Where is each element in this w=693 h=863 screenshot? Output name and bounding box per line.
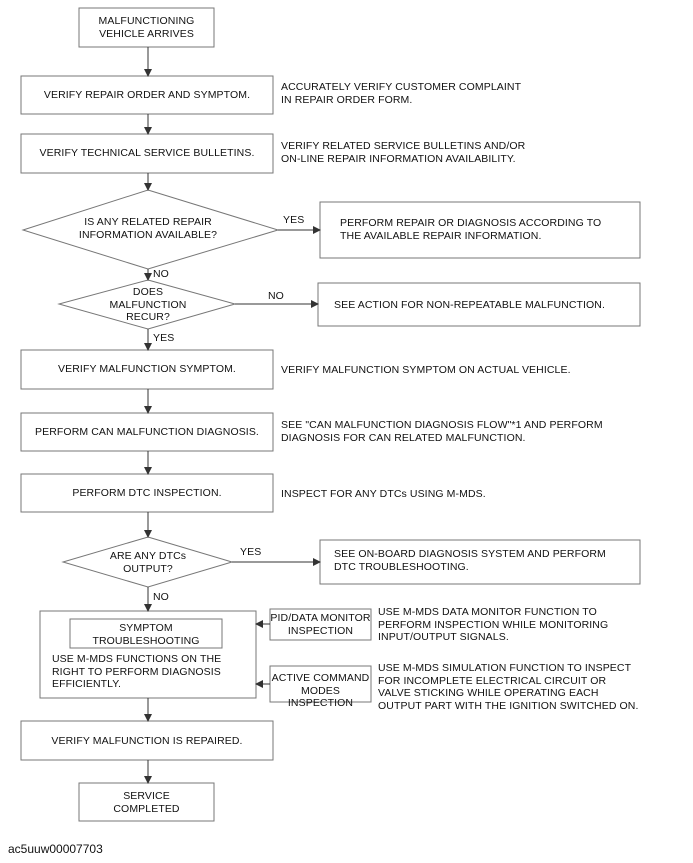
figure-id: ac5uuw00007703 bbox=[8, 842, 103, 856]
symptom-troubleshooting-body: USE M-MDS FUNCTIONS ON THE RIGHT TO PERF… bbox=[52, 653, 222, 690]
no-label-dtc: NO bbox=[153, 591, 169, 603]
symptom-troubleshooting-inner-box bbox=[69, 618, 223, 649]
no-label-recur: NO bbox=[268, 290, 284, 302]
verify-repair-order-label: VERIFY REPAIR ORDER AND SYMPTOM. bbox=[43, 89, 251, 101]
verify-repaired-label: VERIFY MALFUNCTION IS REPAIRED. bbox=[51, 735, 243, 747]
yes-label-repair-info: YES bbox=[283, 214, 305, 226]
note-active-command: USE M-MDS SIMULATION FUNCTION TO INSPECT… bbox=[378, 662, 639, 712]
note-dtc-inspection: INSPECT FOR ANY DTCs USING M-MDS. bbox=[281, 488, 486, 500]
note-verify-repair-order: ACCURATELY VERIFY CUSTOMER COMPLAINT IN … bbox=[281, 81, 522, 106]
note-can-diagnosis: SEE "CAN MALFUNCTION DIAGNOSIS FLOW"*1 A… bbox=[281, 419, 603, 444]
non-repeatable-label: SEE ACTION FOR NON-REPEATABLE MALFUNCTIO… bbox=[334, 299, 606, 311]
yes-label-recur: YES bbox=[153, 332, 175, 344]
start-label: MALFUNCTIONING VEHICLE ARRIVES bbox=[98, 15, 195, 40]
decision-repair-info-label: IS ANY RELATED REPAIR INFORMATION AVAILA… bbox=[78, 216, 218, 241]
start-box bbox=[78, 7, 215, 48]
dtc-inspection-label: PERFORM DTC INSPECTION. bbox=[72, 487, 222, 499]
pid-label: PID/DATA MONITOR INSPECTION bbox=[270, 612, 371, 637]
verify-tsb-label: VERIFY TECHNICAL SERVICE BULLETINS. bbox=[39, 147, 255, 159]
note-pid: USE M-MDS DATA MONITOR FUNCTION TO PERFO… bbox=[378, 606, 609, 643]
active-command-label: ACTIVE COMMAND MODES INSPECTION bbox=[271, 672, 370, 709]
obd-label: SEE ON-BOARD DIAGNOSIS SYSTEM AND PERFOR… bbox=[334, 548, 606, 573]
decision-recur-label: DOES MALFUNCTION RECUR? bbox=[109, 286, 187, 323]
no-label-repair-info: NO bbox=[153, 268, 169, 280]
symptom-troubleshooting-title: SYMPTOM TROUBLESHOOTING bbox=[92, 622, 200, 647]
decision-dtc-label: ARE ANY DTCs OUTPUT? bbox=[109, 550, 187, 575]
note-verify-tsb: VERIFY RELATED SERVICE BULLETINS AND/OR … bbox=[281, 140, 526, 165]
repair-by-info-label: PERFORM REPAIR OR DIAGNOSIS ACCORDING TO… bbox=[340, 217, 602, 242]
end-label: SERVICE COMPLETED bbox=[113, 790, 180, 815]
note-verify-symptom: VERIFY MALFUNCTION SYMPTOM ON ACTUAL VEH… bbox=[281, 364, 571, 376]
yes-label-dtc: YES bbox=[240, 546, 262, 558]
verify-symptom-label: VERIFY MALFUNCTION SYMPTOM. bbox=[58, 363, 236, 375]
can-diagnosis-label: PERFORM CAN MALFUNCTION DIAGNOSIS. bbox=[35, 426, 259, 438]
